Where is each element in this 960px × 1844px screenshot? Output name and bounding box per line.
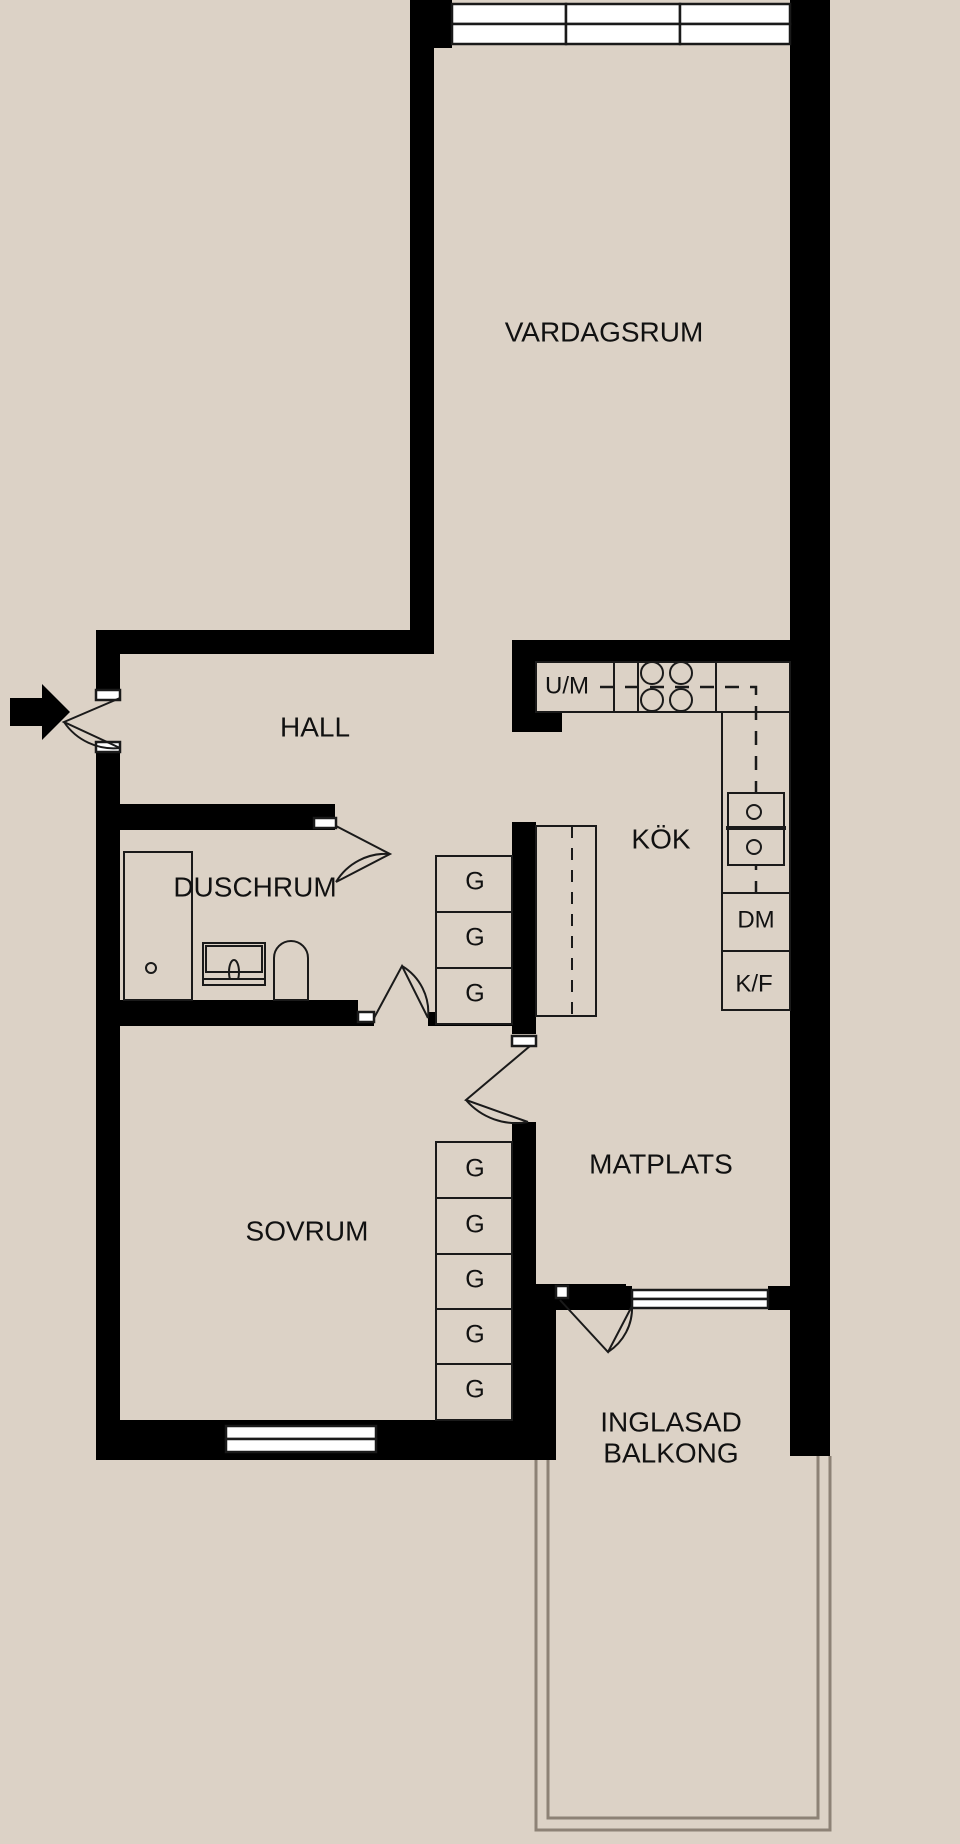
doors bbox=[61, 697, 634, 1354]
window-living-room-top bbox=[450, 2, 792, 46]
closet-label: G bbox=[465, 1321, 484, 1349]
closet-label: G bbox=[465, 1376, 484, 1404]
closet-label: G bbox=[465, 1155, 484, 1183]
stove-burners bbox=[640, 661, 693, 712]
closet-label: G bbox=[465, 1266, 484, 1294]
closet-label: G bbox=[465, 868, 484, 896]
room-label-matplats: MATPLATS bbox=[589, 1148, 733, 1179]
room-labels: VARDAGSRUM HALL KÖK DUSCHRUM SOVRUM MATP… bbox=[173, 316, 741, 1468]
closet-unit[interactable] bbox=[435, 1308, 513, 1365]
toilet bbox=[273, 940, 309, 1001]
room-label-vardagsrum: VARDAGSRUM bbox=[505, 316, 704, 347]
washbasin bbox=[202, 942, 266, 986]
sovrum-door[interactable] bbox=[373, 963, 430, 1019]
closet-group-bedroom bbox=[435, 1141, 513, 1421]
closet-unit[interactable] bbox=[435, 855, 513, 913]
closet-unit[interactable] bbox=[435, 1197, 513, 1255]
appliance-label-kf: K/F bbox=[735, 970, 772, 997]
appliance-labels: U/M DM K/F bbox=[545, 672, 775, 997]
room-label-balkong: BALKONG bbox=[603, 1437, 738, 1468]
window-balkong-top bbox=[630, 1288, 770, 1310]
countertop-centerline bbox=[600, 685, 758, 1010]
closet-unit[interactable] bbox=[435, 967, 513, 1025]
entrance-arrow bbox=[10, 684, 70, 740]
kitchen-sink-double bbox=[726, 792, 786, 866]
walls bbox=[96, 0, 830, 1460]
appliance-label-dm: DM bbox=[737, 906, 774, 933]
closet-unit[interactable] bbox=[435, 1363, 513, 1421]
closet-label: G bbox=[465, 980, 484, 1008]
room-label-inglasad: INGLASAD bbox=[600, 1406, 742, 1437]
kf-unit bbox=[721, 950, 791, 1011]
closet-label: G bbox=[465, 924, 484, 952]
kitchen-left-counter bbox=[535, 825, 597, 1017]
window-bedroom-bottom bbox=[224, 1424, 378, 1454]
room-label-kok: KÖK bbox=[631, 823, 690, 854]
kitchen-fittings bbox=[535, 661, 791, 1011]
closet-unit[interactable] bbox=[435, 911, 513, 969]
matplats-door[interactable] bbox=[464, 1045, 531, 1125]
balkong-outline bbox=[534, 1456, 832, 1832]
closet-labels: G G G G G G G G bbox=[465, 868, 484, 1404]
door-jamb-balkong bbox=[554, 1284, 570, 1300]
door-jamb-duschrum bbox=[312, 816, 338, 830]
closet-label: G bbox=[465, 1211, 484, 1239]
shower-tray bbox=[123, 851, 193, 1001]
appliance-label-um: U/M bbox=[545, 672, 589, 699]
room-label-hall: HALL bbox=[280, 711, 350, 742]
door-jamb-sovrum bbox=[356, 1010, 376, 1024]
duschrum-fixtures bbox=[123, 851, 309, 1001]
entrance-door[interactable] bbox=[61, 697, 121, 750]
room-label-sovrum: SOVRUM bbox=[246, 1215, 369, 1246]
door-jamb-matplats bbox=[510, 1034, 538, 1048]
closet-group-kitchen bbox=[435, 855, 513, 1025]
duschrum-door[interactable] bbox=[335, 825, 393, 883]
door-jamb-entrance-top bbox=[94, 688, 122, 702]
room-label-duschrum: DUSCHRUM bbox=[173, 871, 336, 902]
shower-drain bbox=[145, 962, 157, 974]
windows bbox=[94, 2, 792, 1454]
balkong-door[interactable] bbox=[559, 1299, 634, 1354]
